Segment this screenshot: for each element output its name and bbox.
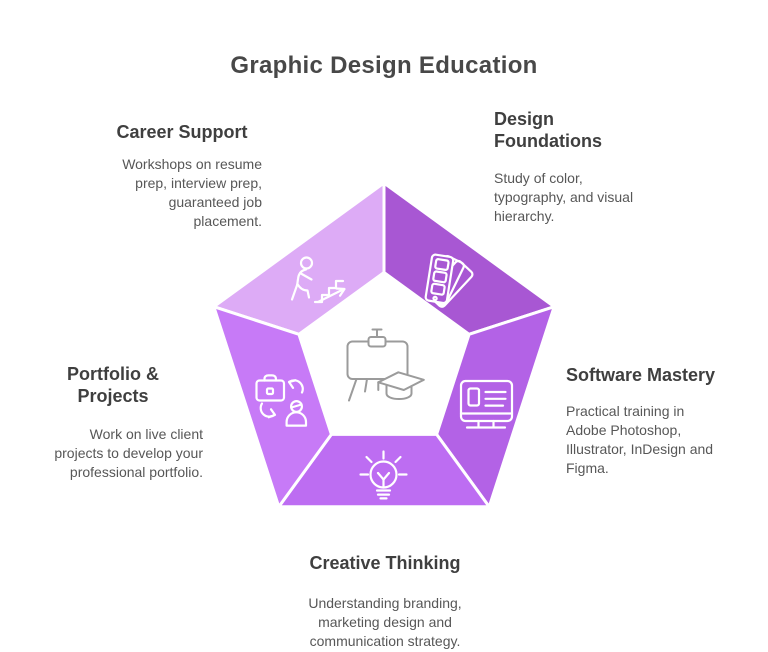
design-foundations-body: Study of color, typography, and visual h… (494, 170, 634, 224)
presentation-easel-graduation-cap-icon (346, 328, 425, 402)
portfolio-projects-heading: Portfolio & Projects (67, 364, 159, 406)
section-software-mastery: Software Mastery Practical training in A… (566, 364, 766, 478)
career-support-body: Workshops on resume prep, interview prep… (122, 156, 262, 229)
section-creative-thinking: Creative Thinking Understanding branding… (255, 552, 515, 651)
person-climbing-stairs-icon (290, 256, 346, 304)
segment-portfolio-projects (212, 305, 333, 509)
color-swatches-icon (424, 253, 474, 308)
creative-thinking-heading: Creative Thinking (309, 553, 461, 573)
monitor-icon (459, 379, 514, 429)
section-design-foundations: Design Foundations Study of color, typog… (494, 108, 689, 226)
page-title: Graphic Design Education (230, 52, 538, 79)
section-career-support: Career Support Workshops on resume prep,… (102, 121, 262, 231)
software-mastery-heading: Software Mastery (566, 365, 716, 385)
creative-thinking-body: Understanding branding, marketing design… (308, 595, 462, 649)
lightbulb-icon (359, 450, 408, 500)
briefcase-person-cycle-icon (255, 374, 308, 427)
section-portfolio-projects: Portfolio & Projects Work on live client… (23, 363, 203, 482)
career-support-heading: Career Support (116, 122, 248, 142)
software-mastery-body: Practical training in Adobe Photoshop, I… (566, 403, 714, 476)
design-foundations-heading: Design Foundations (494, 109, 602, 151)
portfolio-projects-body: Work on live client projects to develop … (54, 426, 203, 480)
